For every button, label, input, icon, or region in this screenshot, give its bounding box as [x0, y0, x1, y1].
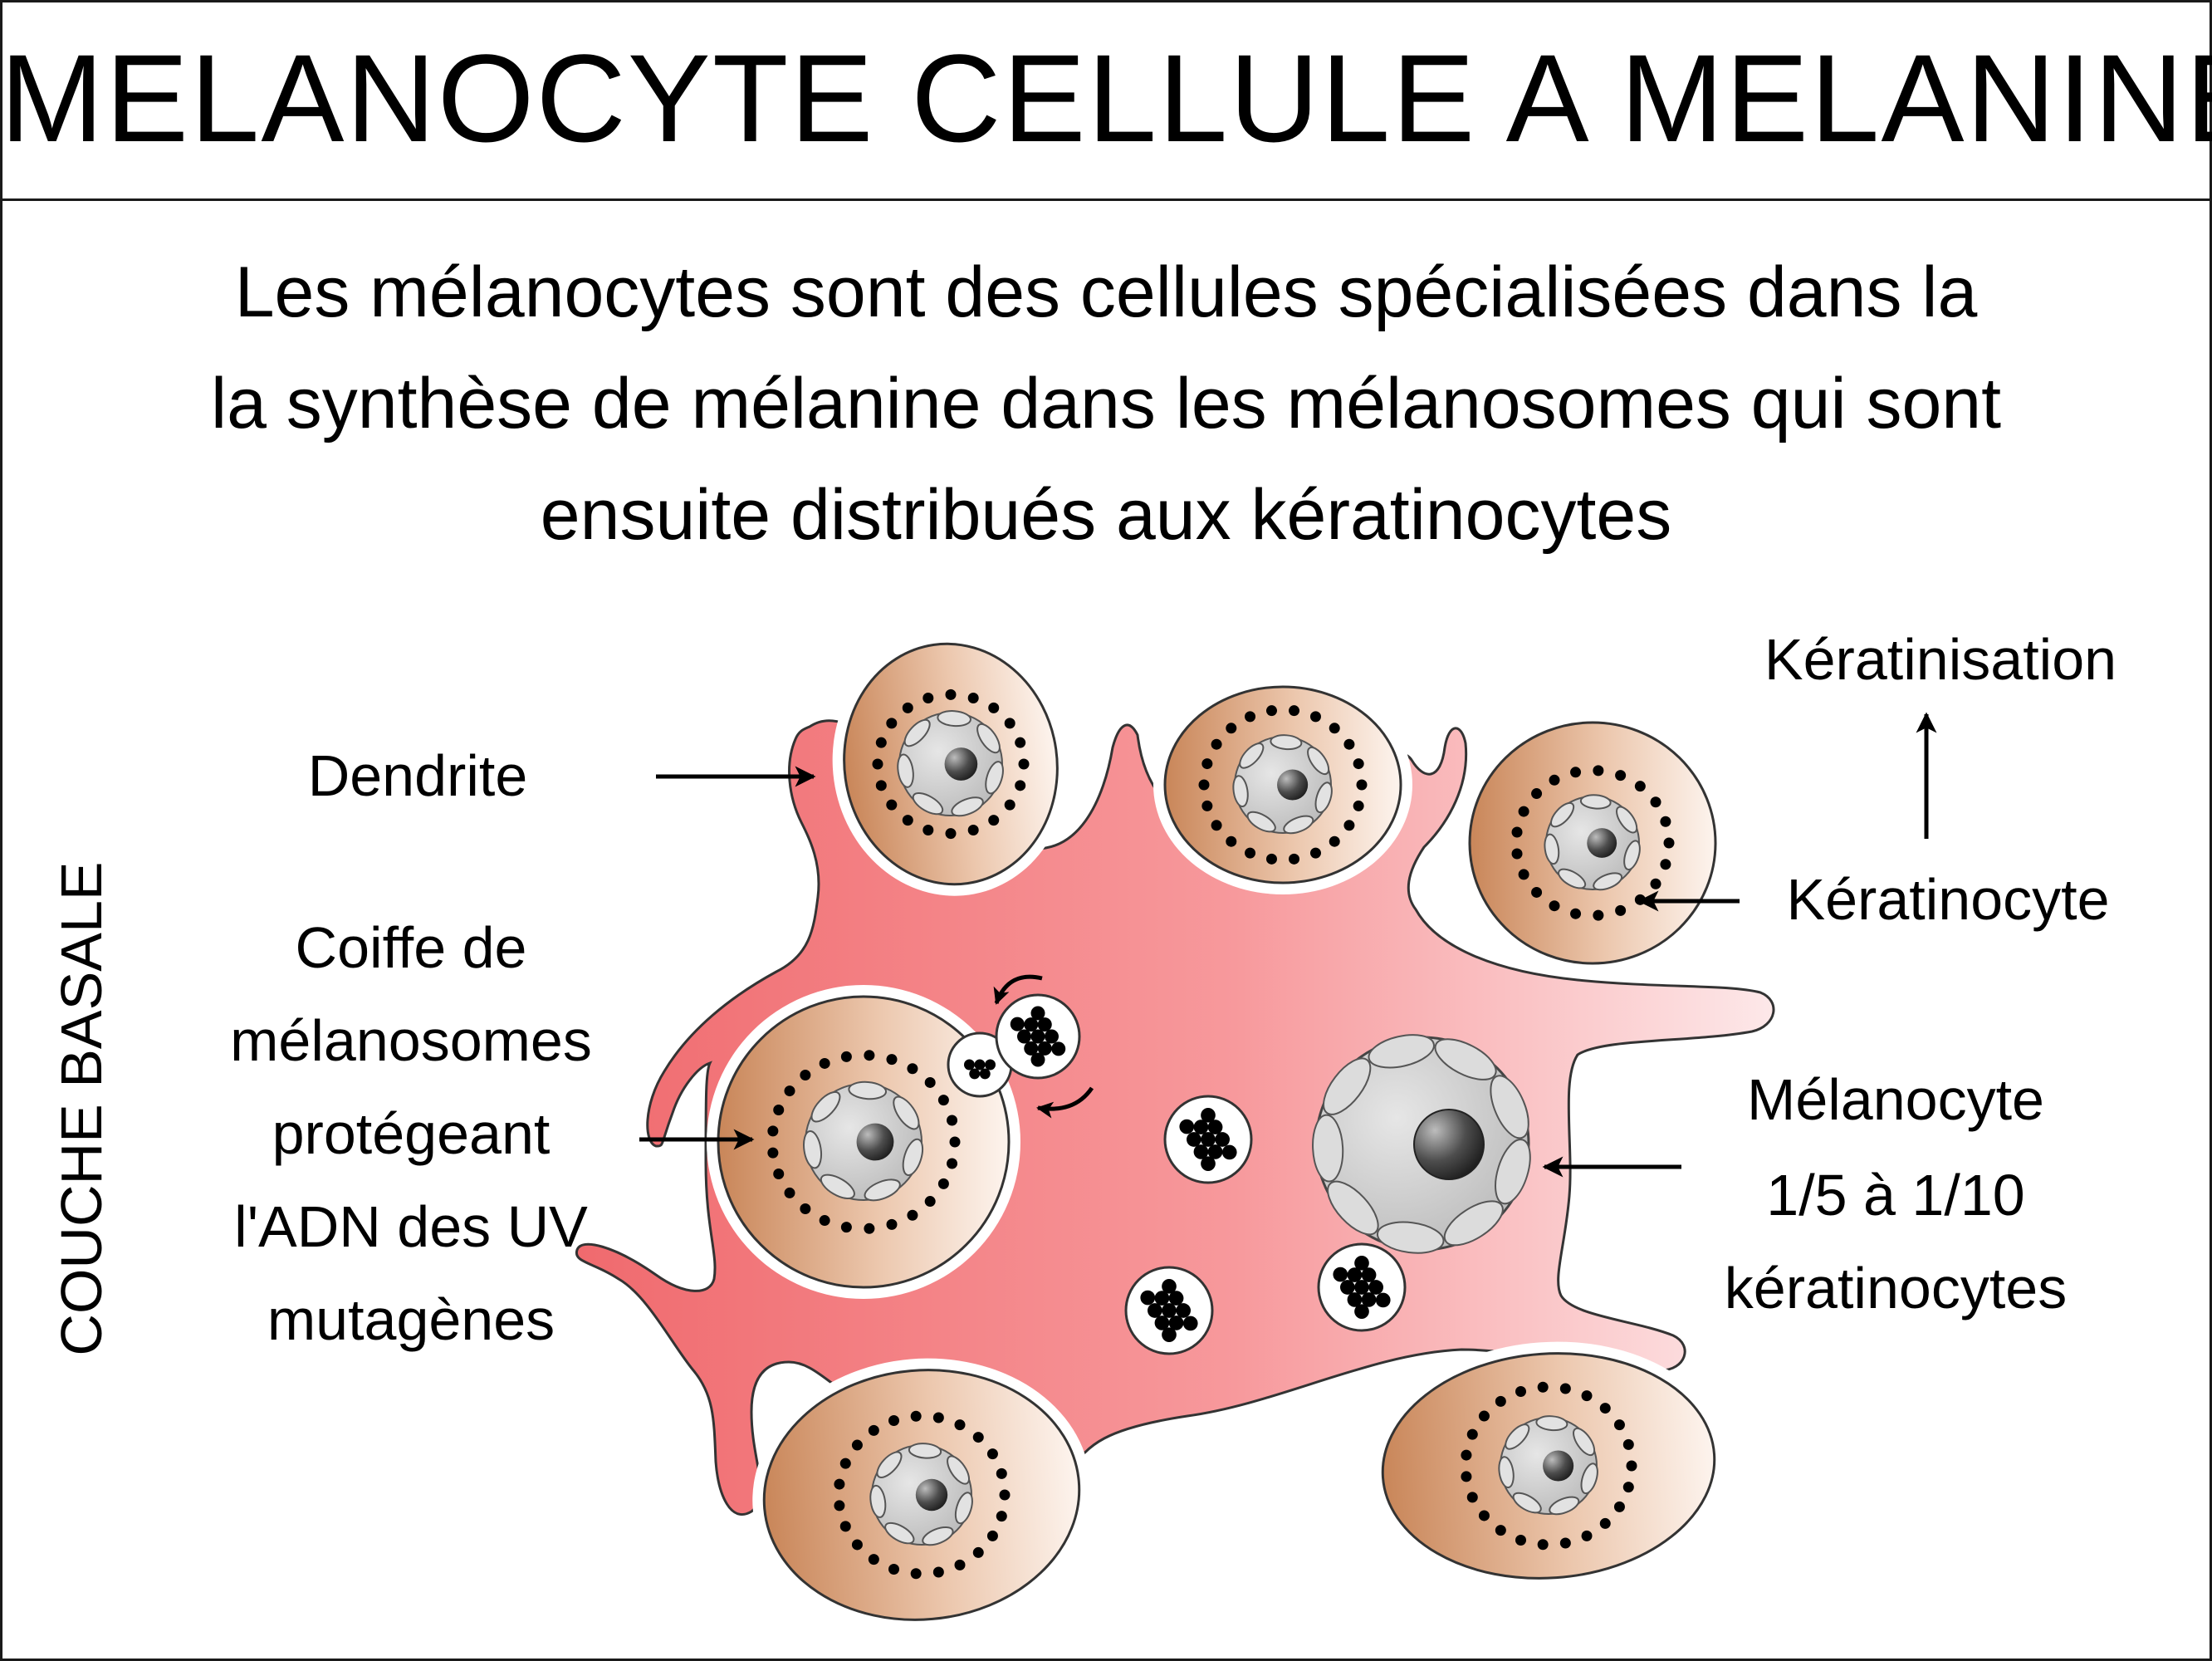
dendrite-label: Dendrite: [308, 743, 528, 808]
melanosome-vesicle-transfer-b: [995, 993, 1081, 1080]
keratinisation-label: Kératinisation: [1764, 627, 2117, 692]
description: Les mélanocytes sont des cellules spécia…: [8, 237, 2204, 571]
keratinocyte-top-center: [1153, 675, 1412, 894]
melanosome-vesicle-lower-right: [1317, 1242, 1407, 1332]
coiffe-label-line-4: l'ADN des UV: [234, 1194, 588, 1259]
keratinocyte-middle-left: [707, 985, 1020, 1299]
keratinocyte-bottom-right: [1371, 1341, 1726, 1590]
description-line-3: ensuite distribués aux kératinocytes: [540, 475, 1672, 555]
description-line-1: Les mélanocytes sont des cellules spécia…: [234, 252, 1978, 332]
melanocyte-label-line-3: kératinocytes: [1725, 1256, 2067, 1320]
coiffe-label-line-5: mutagènes: [267, 1287, 555, 1352]
coiffe-label-line-2: mélanosomes: [230, 1008, 592, 1073]
keratinocyte-bottom-left: [752, 1358, 1091, 1632]
transfer-arrow-bottom: [1036, 1086, 1094, 1119]
description-line-2: la synthèse de mélanine dans les mélanos…: [210, 364, 2002, 443]
page-title: MELANOCYTE CELLULE A MELANINE: [0, 28, 2212, 168]
side-label: COUCHE BASALE: [49, 861, 114, 1355]
melanocyte-label-line-1: Mélanocyte: [1747, 1067, 2044, 1132]
title-bar: MELANOCYTE CELLULE A MELANINE: [0, 0, 2212, 201]
melanocyte-label-line-2: 1/5 à 1/10: [1766, 1163, 2024, 1227]
keratinocyte-label: Kératinocyte: [1786, 867, 2109, 932]
transfer-arrow-top: [993, 974, 1043, 1005]
keratinocyte-top-left: [832, 632, 1069, 896]
coiffe-label-line-1: Coiffe de: [296, 915, 527, 980]
melanosome-vesicle-center: [1163, 1095, 1253, 1184]
coiffe-label-line-3: protégeant: [272, 1101, 551, 1166]
melanocyte-nucleus: [1312, 1034, 1531, 1254]
melanosome-vesicle-lower-left: [1124, 1266, 1214, 1355]
keratinocyte-top-right: [1458, 711, 1727, 975]
